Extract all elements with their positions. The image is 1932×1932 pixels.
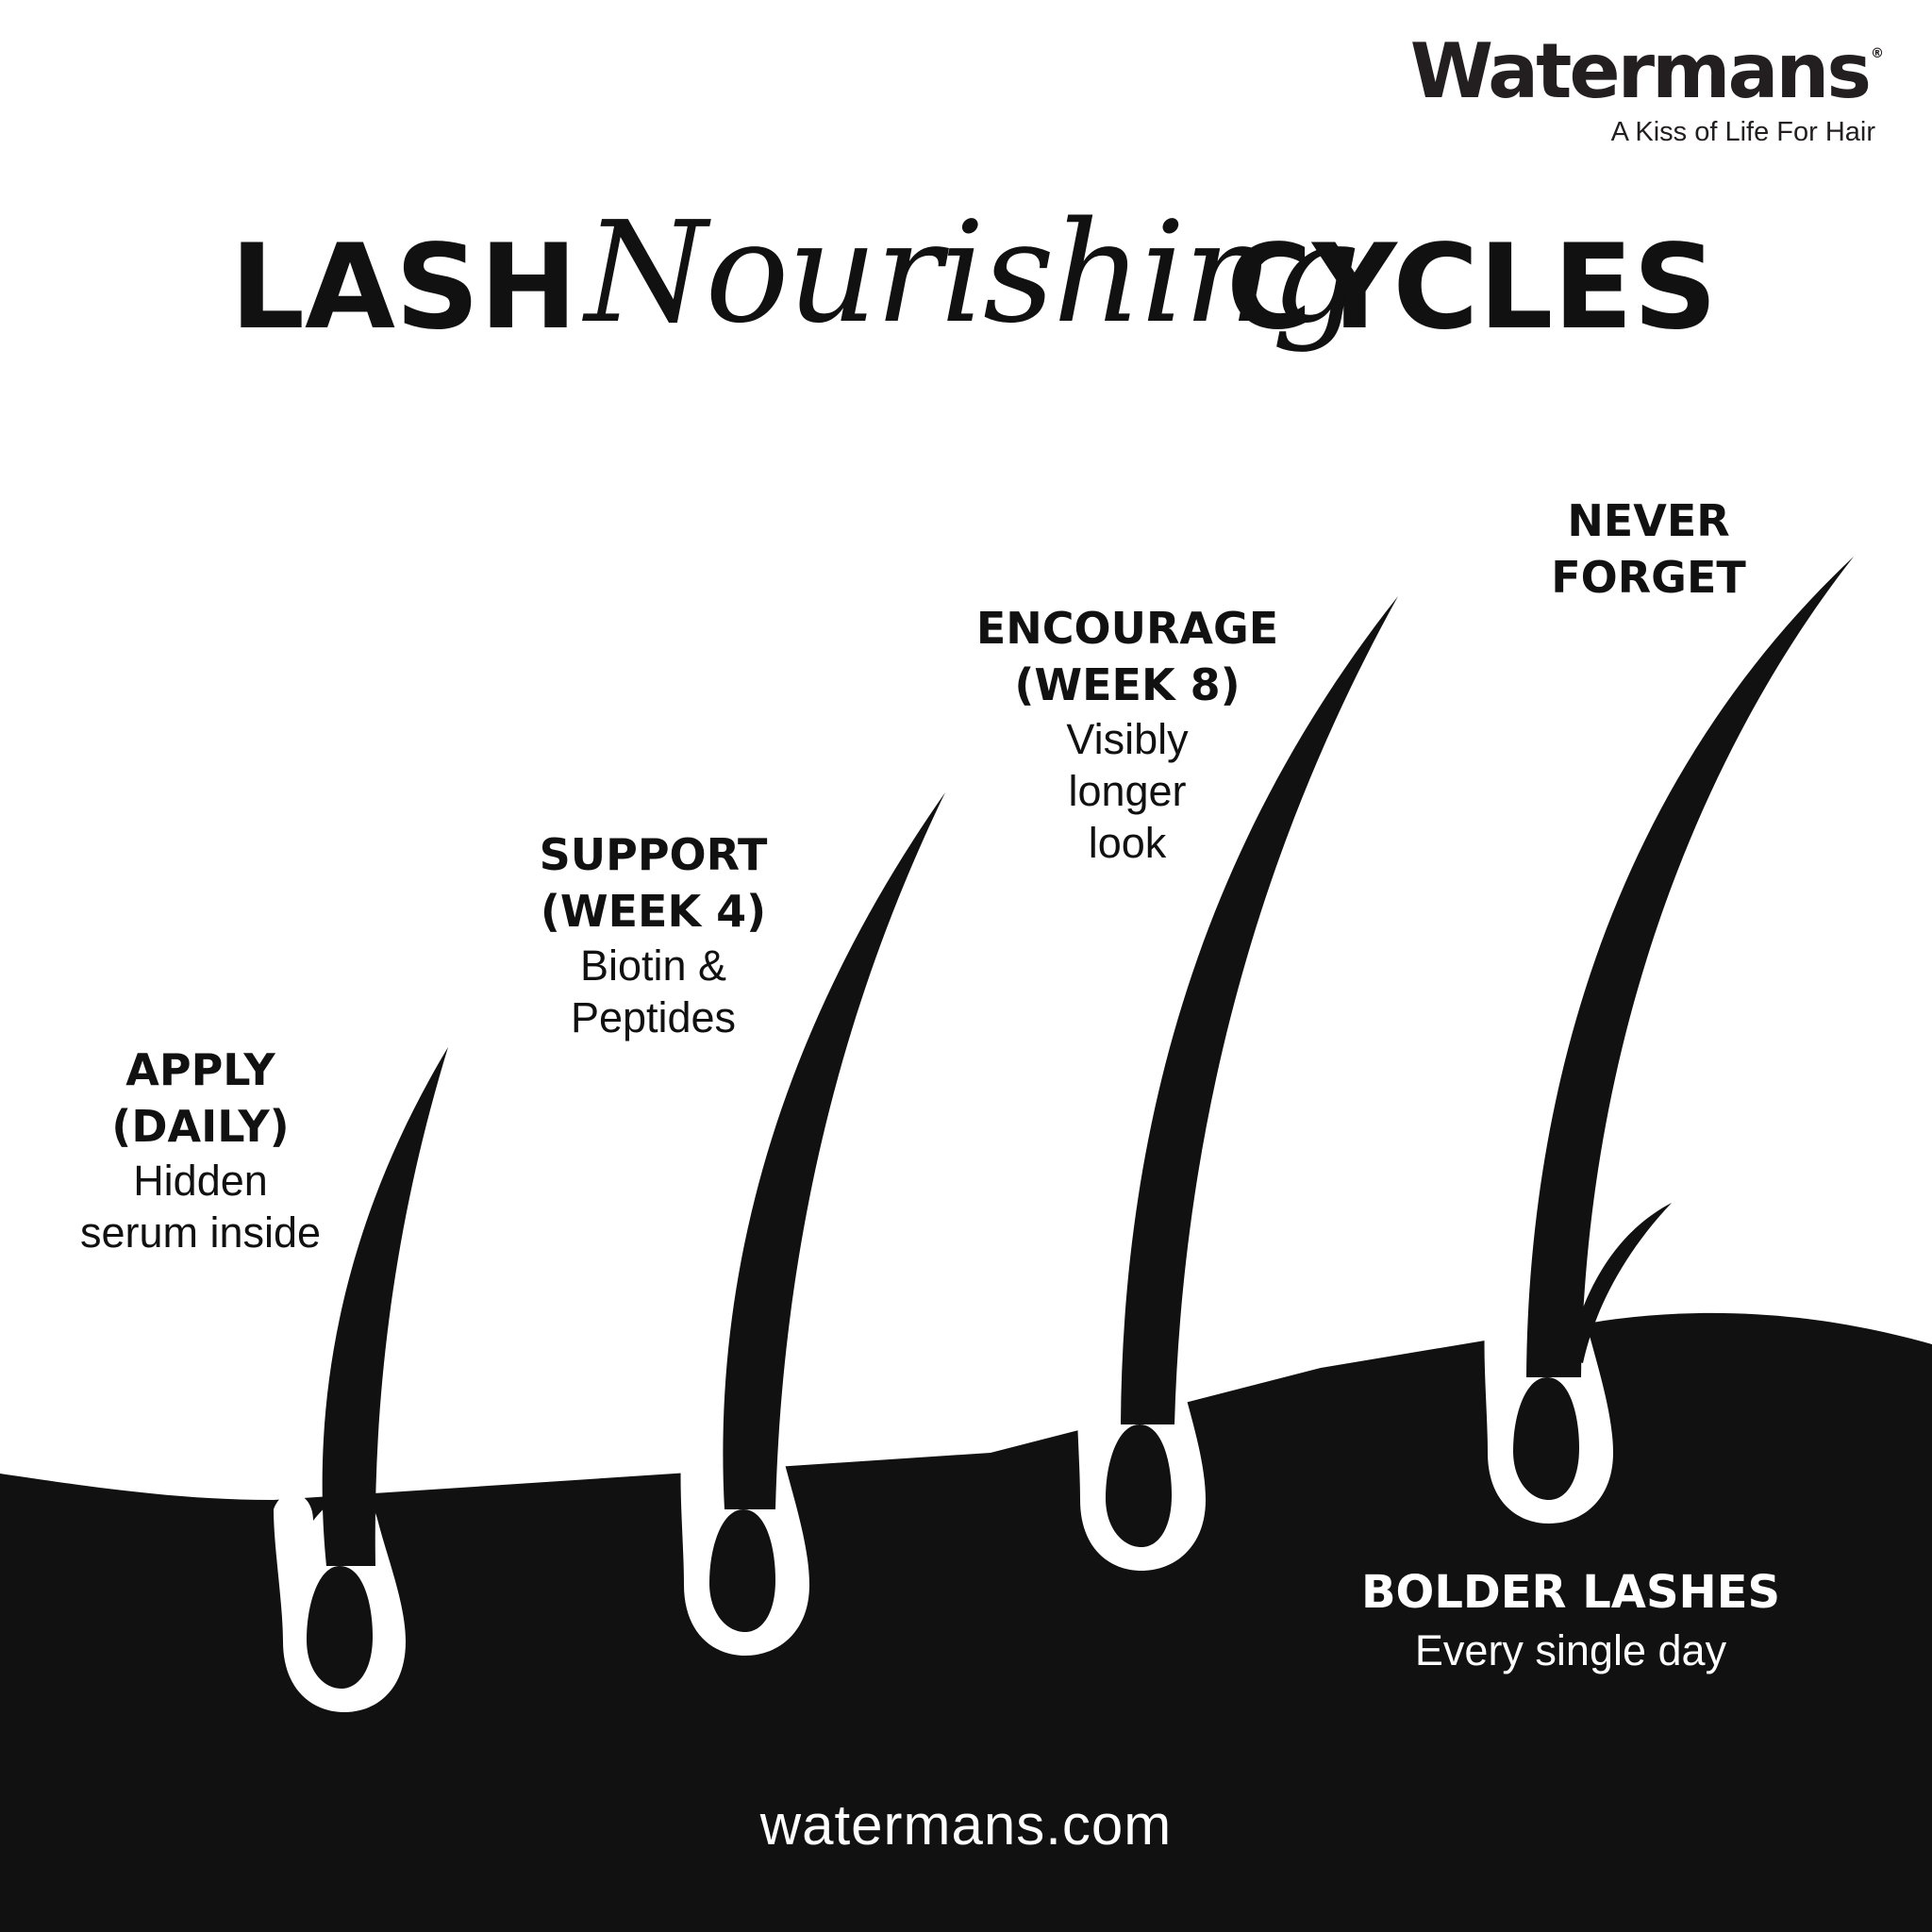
brand-logo: Watermans® A Kiss of Life For Hair	[1410, 34, 1884, 148]
stage-encourage: ENCOURAGE (WEEK 8) Visibly longer look	[943, 600, 1311, 869]
stage-heading: SUPPORT	[539, 829, 768, 880]
hair-never	[1526, 557, 1854, 1377]
stage-heading: (DAILY)	[111, 1101, 290, 1152]
hair-apply	[322, 1047, 448, 1566]
result-description: Every single day	[1414, 1626, 1727, 1674]
stage-description: Hidden	[133, 1157, 268, 1205]
skin-region	[0, 1312, 1932, 1932]
hair-encourage	[1121, 596, 1398, 1424]
stage-description: serum inside	[79, 1208, 322, 1257]
stage-support: SUPPORT (WEEK 4) Biotin & Peptides	[505, 826, 802, 1043]
stage-heading: (WEEK 4)	[540, 886, 767, 937]
title-word-lash: LASH	[230, 220, 578, 356]
stage-apply: APPLY (DAILY) Hidden serum inside	[38, 1041, 363, 1258]
brand-tagline: A Kiss of Life For Hair	[1610, 117, 1875, 147]
stage-description: Visibly	[1066, 715, 1189, 763]
stage-heading: (WEEK 8)	[1014, 659, 1241, 710]
brand-name: Watermans	[1409, 27, 1872, 115]
follicle-encourage	[1076, 596, 1398, 1571]
hair-new-growth	[1568, 1203, 1672, 1363]
follicle-support	[680, 792, 945, 1656]
hair-support	[723, 792, 945, 1509]
stage-heading: FORGET	[1551, 552, 1746, 603]
result-heading: BOLDER LASHES	[1360, 1566, 1781, 1619]
registered-mark: ®	[1871, 46, 1884, 61]
title-word-cycles: CYCLES	[1226, 220, 1718, 356]
stage-description: longer	[1068, 767, 1187, 815]
stage-description: Peptides	[570, 993, 737, 1041]
follicle-never	[1484, 557, 1854, 1524]
stage-description: look	[1088, 819, 1167, 867]
stage-description: Biotin &	[579, 941, 727, 990]
result-bolder-lashes: BOLDER LASHES Every single day	[1302, 1562, 1840, 1679]
follicle-apply	[274, 1047, 448, 1712]
stage-heading: ENCOURAGE	[975, 603, 1279, 654]
stage-heading: APPLY	[125, 1044, 275, 1095]
stage-heading: NEVER	[1567, 495, 1730, 546]
title-word-nourishing: Nourishing	[585, 192, 1361, 354]
website-url: watermans.com	[759, 1793, 1173, 1857]
stage-never-forget: NEVER FORGET	[1486, 492, 1811, 606]
page-title: LASH Nourishing CYCLES	[0, 203, 1932, 391]
